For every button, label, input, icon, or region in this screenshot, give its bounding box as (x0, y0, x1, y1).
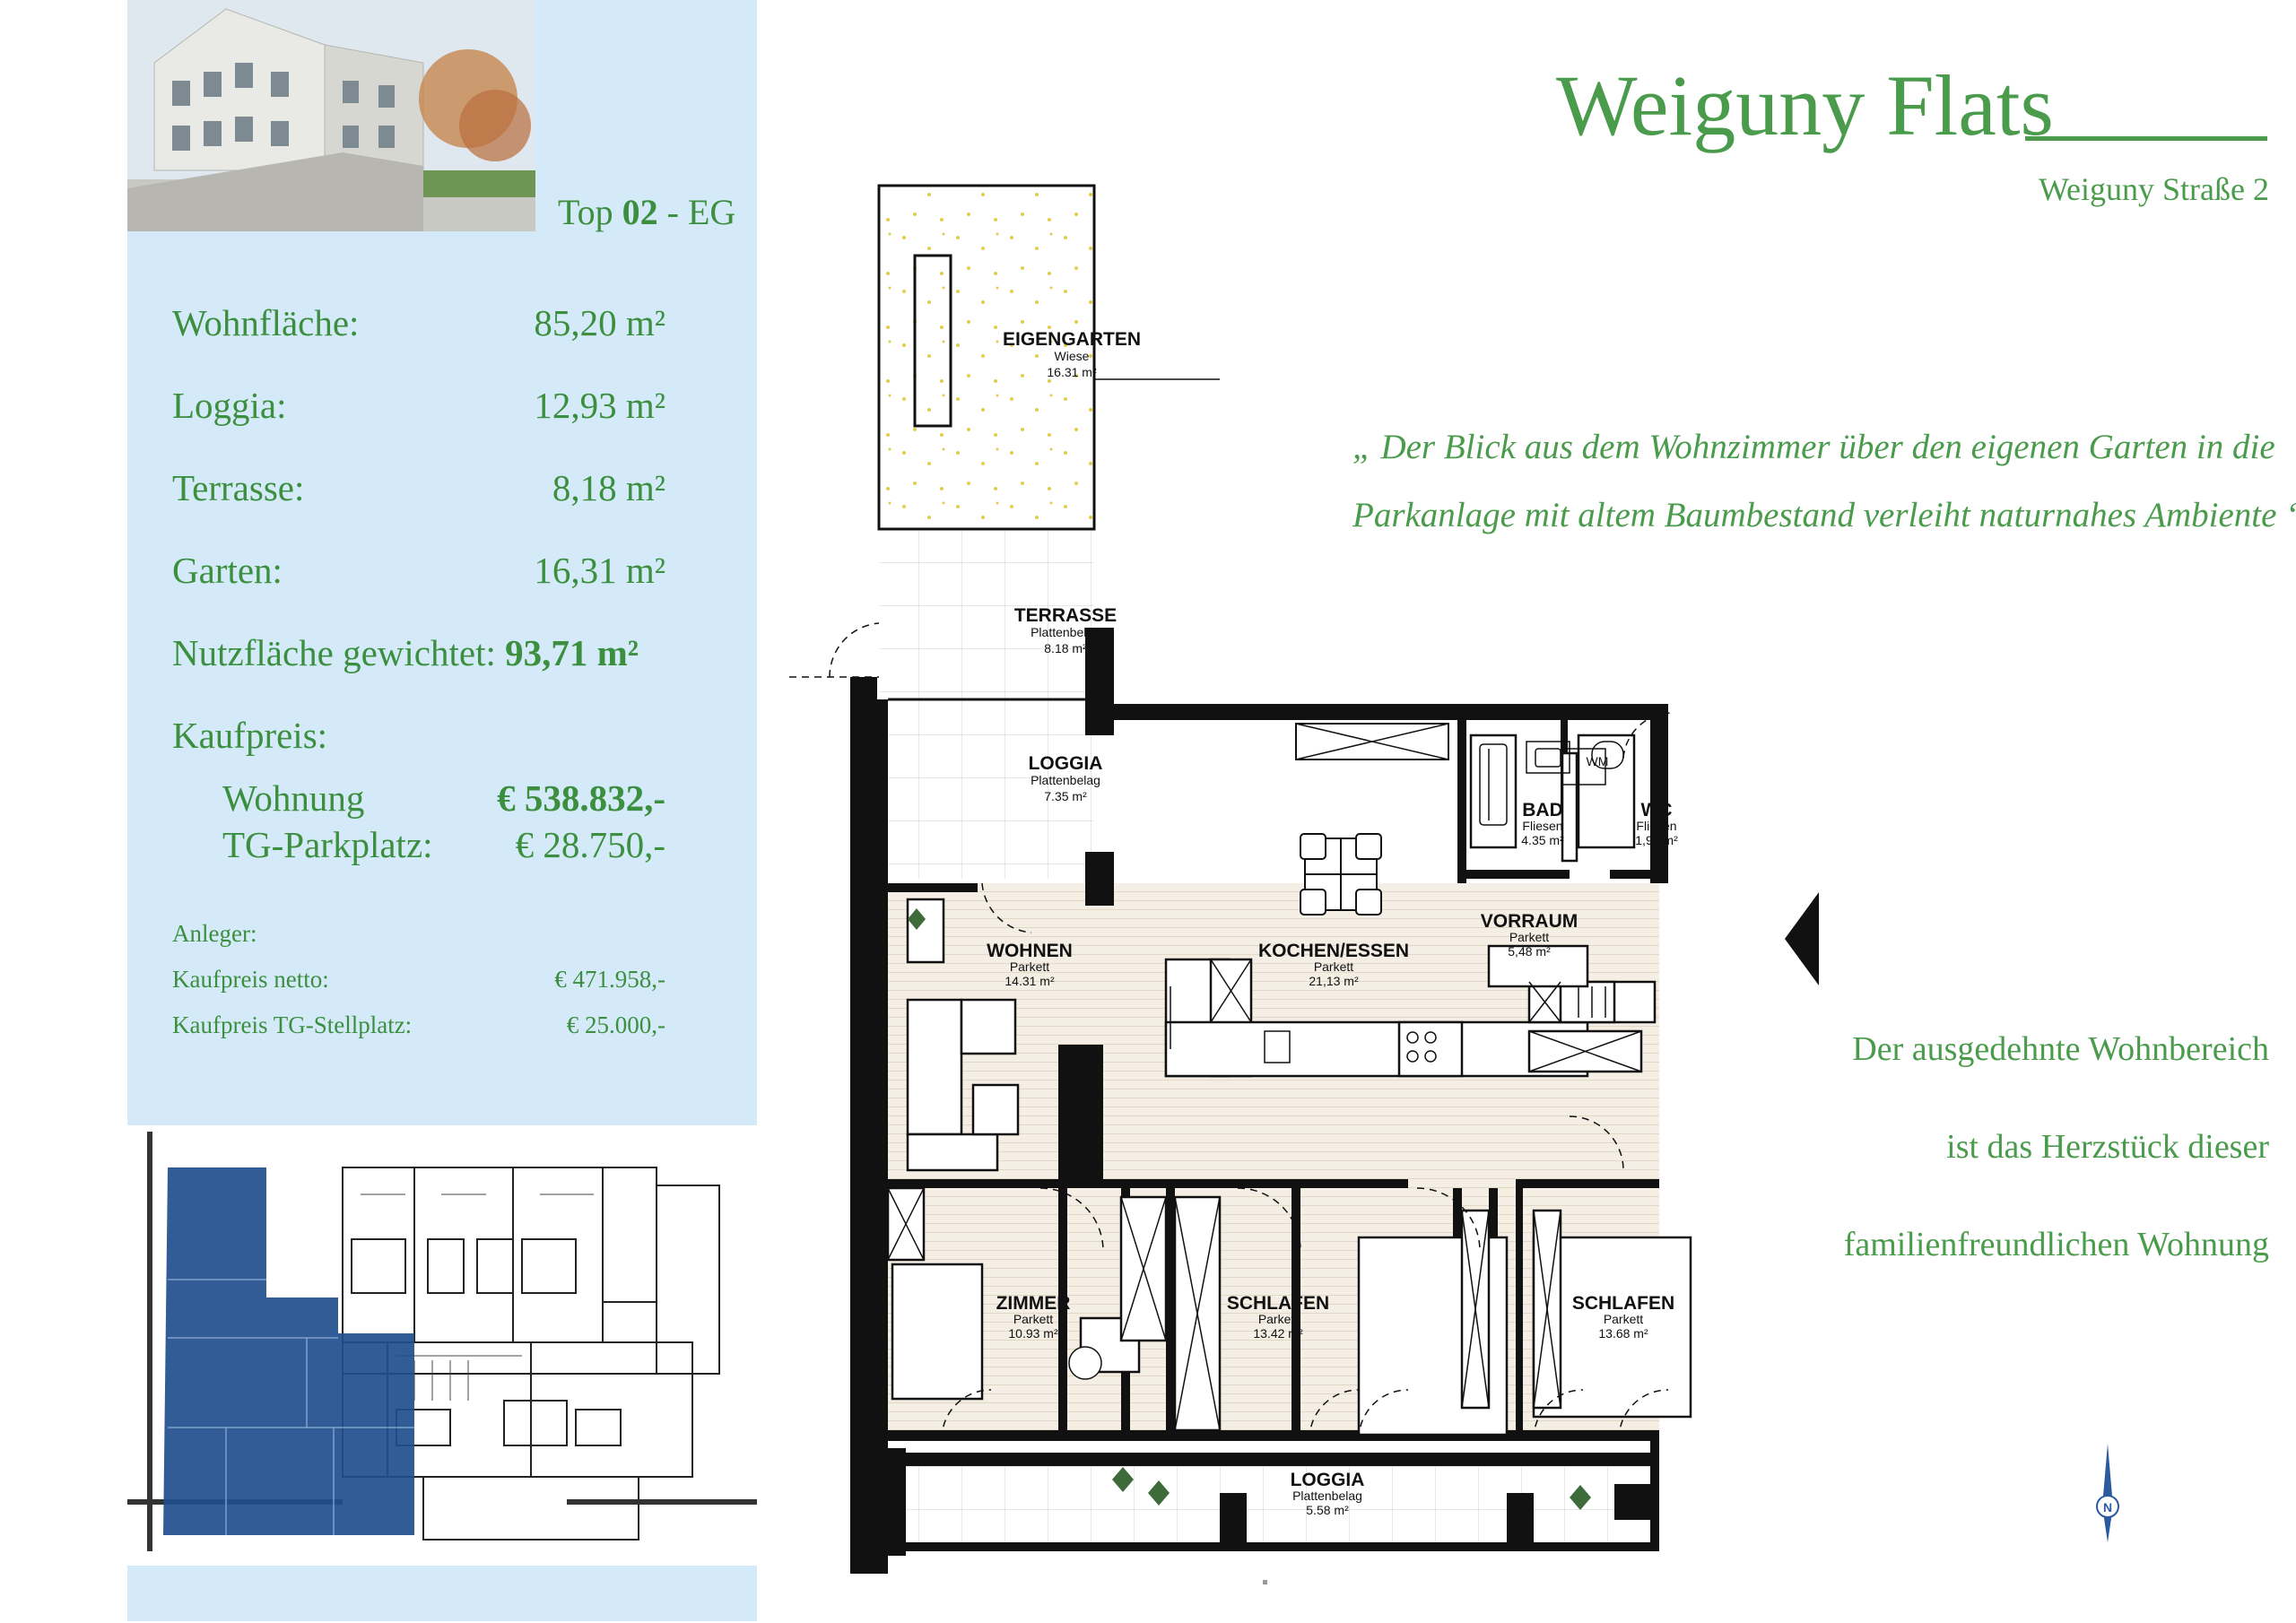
investor-label-net: Kaufpreis netto: (172, 966, 329, 993)
spec-value-garden: 16,31 m² (534, 550, 665, 591)
spec-label-living: Wohnfläche: (172, 302, 360, 343)
room-name-kitchen: KOCHEN/ESSEN (1258, 941, 1409, 961)
room-area-bath: 4.35 m² (1521, 833, 1564, 847)
room-name-living: WOHNEN (987, 941, 1073, 961)
entrance-arrow-icon (1785, 892, 1819, 985)
weighted-area: Nutzfläche gewichtet: 93,71 m² (172, 631, 639, 674)
room-area-room: 10.93 m² (1008, 1326, 1058, 1341)
room-name-bath: BAD (1522, 800, 1563, 820)
spec-label-loggia: Loggia: (172, 385, 287, 426)
room-surface-terrace: Plattenbelag (1031, 625, 1100, 639)
description-line-2: ist das Herzstück dieser (1946, 1128, 2269, 1166)
address: Weiguny Straße 2 (2038, 171, 2269, 207)
investor-value-parking: € 25.000,- (566, 1011, 665, 1038)
room-name-room: ZIMMER (996, 1293, 1071, 1314)
room-surface-garden: Wiese (1055, 349, 1090, 363)
description-line-1: Der ausgedehnte Wohnbereich (1852, 1030, 2269, 1068)
investor-label-parking: Kaufpreis TG-Stellplatz: (172, 1011, 413, 1038)
room-area-garden: 16.31 m² (1047, 365, 1097, 379)
building-photo (127, 0, 535, 231)
description-line-3: familienfreundlichen Wohnung (1843, 1226, 2269, 1263)
room-surface-living: Parkett (1010, 959, 1049, 974)
room-area-kitchen: 21,13 m² (1309, 974, 1359, 988)
purchase-heading: Kaufpreis: (172, 715, 328, 756)
room-surface-loggia-bottom: Plattenbelag (1292, 1488, 1362, 1503)
room-area-loggia-bottom: 5.58 m² (1306, 1503, 1349, 1517)
room-surface-wc: Fliesen (1636, 819, 1676, 833)
price-value-apartment: € 538.832,- (497, 777, 665, 819)
weighted-area-label: Nutzfläche gewichtet: (172, 632, 496, 673)
room-area-wc: 1,90 m² (1635, 833, 1678, 847)
room-area-loggia-top: 7.35 m² (1044, 789, 1087, 803)
spec-value-terrace: 8,18 m² (552, 467, 665, 508)
room-surface-loggia-top: Plattenbelag (1031, 773, 1100, 787)
washing-machine-label: WM (1587, 754, 1609, 768)
room-name-bedroom-2: SCHLAFEN (1572, 1293, 1674, 1314)
page-title: Weiguny Flats (1556, 57, 2054, 153)
floor-plan: EIGENGARTEN Wiese 16.31 m² TERRASSE Plat… (789, 175, 1830, 1574)
room-surface-kitchen: Parkett (1314, 959, 1353, 974)
room-surface-bath: Fliesen (1522, 819, 1562, 833)
room-name-wc: WC (1641, 800, 1673, 820)
room-name-garden: EIGENGARTEN (1003, 329, 1141, 350)
room-area-bedroom-2: 13.68 m² (1598, 1326, 1648, 1341)
investor-value-net: € 471.958,- (554, 966, 665, 993)
north-label: N (2103, 1500, 2112, 1515)
room-surface-hallway: Parkett (1509, 930, 1549, 944)
room-surface-bedroom-2: Parkett (1604, 1312, 1643, 1326)
room-name-bedroom-1: SCHLAFEN (1227, 1293, 1329, 1314)
room-name-terrace: TERRASSE (1014, 605, 1117, 626)
room-name-loggia-top: LOGGIA (1029, 753, 1103, 774)
price-label-apartment: Wohnung (222, 777, 365, 819)
investor-heading: Anleger: (172, 920, 257, 947)
room-area-bedroom-1: 13.42 m² (1253, 1326, 1303, 1341)
room-surface-bedroom-1: Parkett (1258, 1312, 1298, 1326)
price-value-parking: € 28.750,- (515, 824, 665, 865)
spec-label-garden: Garten: (172, 550, 283, 591)
keyplan (127, 1132, 757, 1551)
price-label-parking: TG-Parkplatz: (222, 824, 433, 865)
panel-bottom-strip (127, 1566, 757, 1621)
unit-label: Top 02 - EG (558, 192, 736, 232)
room-name-loggia-bottom: LOGGIA (1291, 1470, 1365, 1490)
room-name-hallway: VORRAUM (1481, 911, 1578, 932)
quote-line-2: Parkanlage mit altem Baumbestand verleih… (1352, 496, 2296, 534)
title-underline (2025, 136, 2267, 141)
spec-label-terrace: Terrasse: (172, 467, 305, 508)
spec-value-living: 85,20 m² (534, 302, 665, 343)
room-area-hallway: 5,48 m² (1508, 944, 1551, 959)
room-area-living: 14.31 m² (1004, 974, 1055, 988)
weighted-area-value: 93,71 m² (505, 632, 639, 673)
page-marker (1263, 1580, 1267, 1584)
quote-line-1: „ Der Blick aus dem Wohnzimmer über den … (1352, 428, 2275, 466)
north-arrow-icon: N (2090, 1444, 2126, 1542)
room-area-terrace: 8.18 m² (1044, 641, 1087, 655)
spec-value-loggia: 12,93 m² (534, 385, 665, 426)
room-surface-room: Parkett (1013, 1312, 1053, 1326)
